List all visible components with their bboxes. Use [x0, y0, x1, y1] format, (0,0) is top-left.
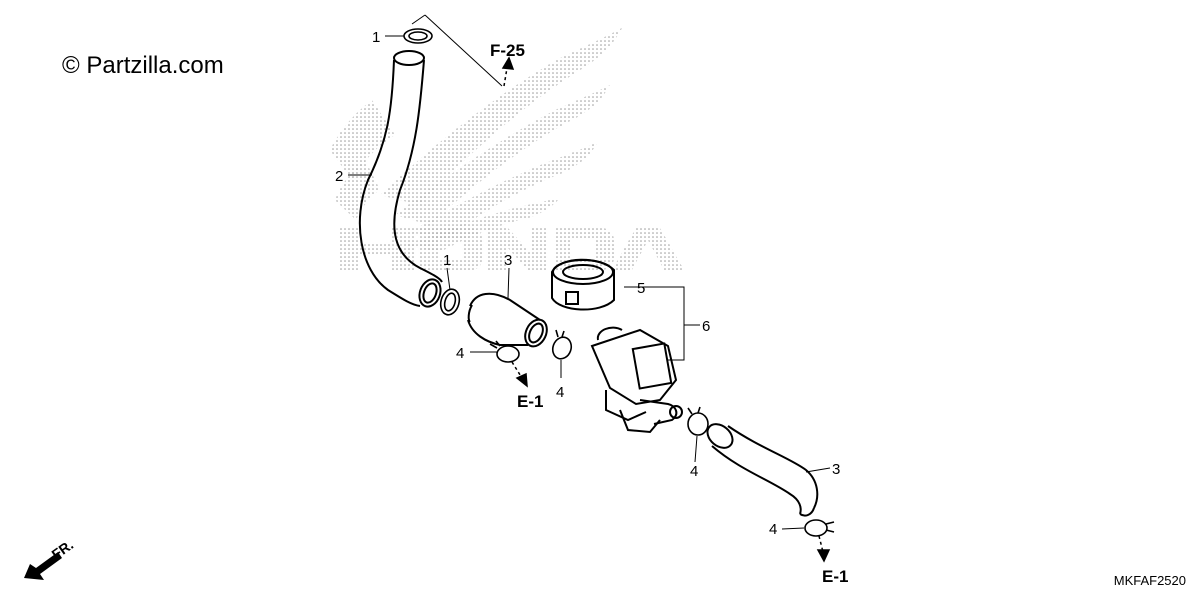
callout-5: 5 [637, 280, 645, 297]
copyright-watermark: © Partzilla.com [62, 52, 224, 79]
callout-2: 2 [335, 168, 343, 185]
callout-4-right: 4 [690, 463, 698, 480]
callout-1-mid: 1 [443, 252, 451, 269]
clip-part-4-left [489, 340, 520, 363]
ref-arrow-top [501, 56, 515, 87]
ref-label-top: F-25 [490, 41, 525, 60]
callout-4-left: 4 [456, 345, 464, 362]
ref-arrow-left [511, 361, 528, 388]
clip-part-4-bottom [804, 519, 835, 537]
hose-part-3-lower [706, 423, 819, 517]
clip-part-1-top [403, 28, 433, 44]
callout-1-top: 1 [372, 29, 380, 46]
ref-label-bottom: E-1 [822, 567, 848, 586]
honda-lettering [338, 228, 684, 270]
diagram-code: MKFAF2520 [1113, 573, 1186, 588]
clip-part-4-mid [551, 329, 573, 360]
callout-3-top: 3 [504, 252, 512, 269]
honda-wing-logo [330, 28, 622, 252]
clip-part-4-right [687, 406, 709, 436]
front-direction-arrow-icon: FR. [24, 536, 76, 580]
callout-4-mid: 4 [556, 384, 564, 401]
cover-part-5 [551, 258, 615, 311]
clip-part-1-mid [439, 288, 461, 316]
callout-3-bottom: 3 [832, 461, 840, 478]
valve-assembly-part-6 [590, 326, 683, 434]
leader-lines [348, 14, 831, 530]
callout-4-bottom: 4 [769, 521, 777, 538]
ref-arrow-bottom [816, 535, 831, 563]
hose-part-2 [358, 50, 443, 308]
ref-label-left: E-1 [517, 392, 543, 411]
callout-6: 6 [702, 318, 710, 335]
hose-part-3-upper [467, 292, 548, 348]
